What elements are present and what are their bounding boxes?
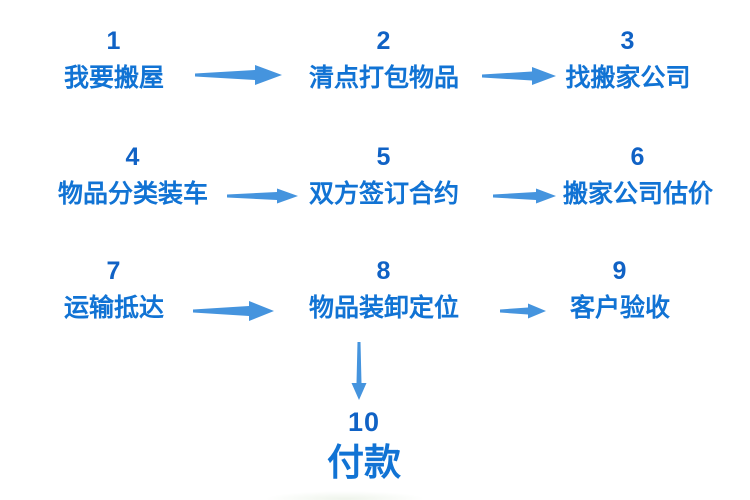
step-number: 7 bbox=[106, 257, 122, 285]
step-number: 8 bbox=[376, 257, 392, 285]
step-label: 搬家公司估价 bbox=[562, 180, 713, 208]
step-label: 客户验收 bbox=[569, 294, 670, 322]
step-3: 3 找搬家公司 bbox=[518, 22, 738, 96]
right-arrow-icon-8-to-9 bbox=[500, 303, 546, 319]
step-4: 4 物品分类装车 bbox=[23, 138, 243, 212]
step-number: 10 bbox=[347, 407, 381, 437]
step-9: 9 客户验收 bbox=[510, 252, 730, 326]
step-label: 双方签订合约 bbox=[308, 180, 459, 208]
right-arrow-icon-7-to-8 bbox=[193, 301, 274, 321]
step-number: 3 bbox=[620, 27, 636, 55]
step-label: 物品装卸定位 bbox=[308, 294, 459, 322]
step-1: 1 我要搬屋 bbox=[4, 22, 224, 96]
right-arrow-icon-5-to-6 bbox=[493, 188, 556, 204]
step-number: 6 bbox=[630, 143, 646, 171]
step-number: 2 bbox=[376, 27, 392, 55]
bottom-edge-artifact bbox=[265, 491, 425, 500]
step-number: 4 bbox=[125, 143, 141, 171]
step-7: 7 运输抵达 bbox=[4, 252, 224, 326]
step-label: 付款 bbox=[327, 442, 401, 483]
step-label: 运输抵达 bbox=[63, 294, 164, 322]
step-number: 1 bbox=[106, 27, 122, 55]
right-arrow-icon-4-to-5 bbox=[227, 188, 298, 204]
step-5: 5 双方签订合约 bbox=[274, 138, 494, 212]
step-8: 8 物品装卸定位 bbox=[274, 252, 494, 326]
right-arrow-icon-2-to-3 bbox=[482, 67, 556, 85]
step-number: 5 bbox=[376, 143, 392, 171]
down-arrow-icon-8-to-10 bbox=[351, 342, 367, 400]
step-number: 9 bbox=[612, 257, 628, 285]
right-arrow-icon-1-to-2 bbox=[195, 65, 282, 85]
step-10: 10 付款 bbox=[254, 403, 474, 485]
step-label: 我要搬屋 bbox=[63, 64, 164, 92]
step-6: 6 搬家公司估价 bbox=[528, 138, 748, 212]
step-2: 2 清点打包物品 bbox=[274, 22, 494, 96]
step-label: 找搬家公司 bbox=[565, 64, 691, 92]
step-label: 物品分类装车 bbox=[57, 180, 208, 208]
step-label: 清点打包物品 bbox=[308, 64, 459, 92]
